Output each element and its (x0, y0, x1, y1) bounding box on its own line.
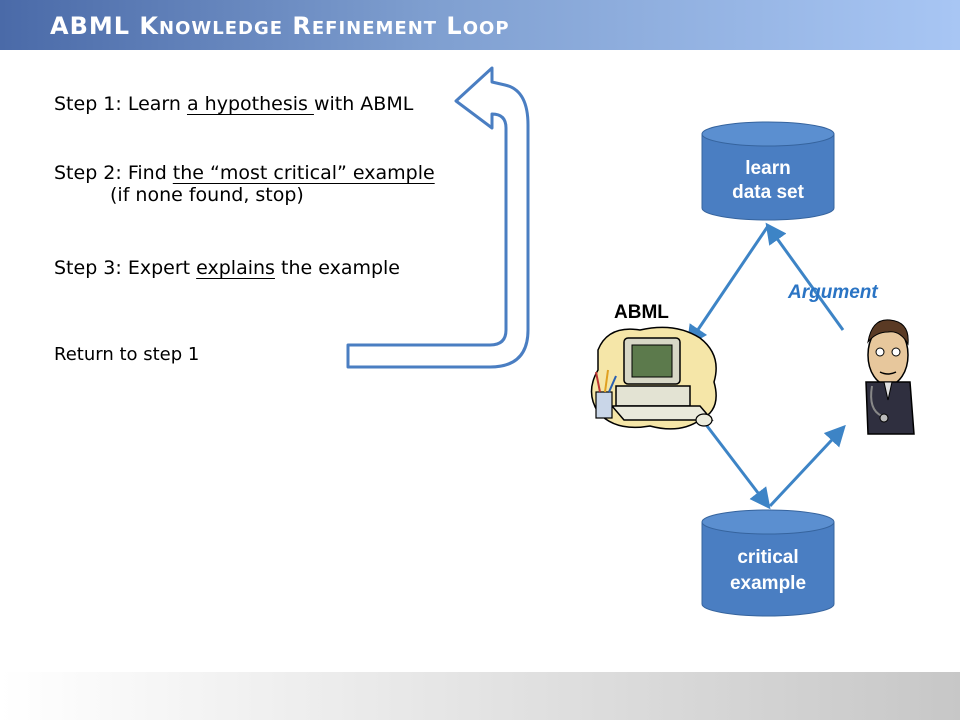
learn-label-line-2: data set (732, 182, 804, 203)
title-word-1: ABML (50, 12, 131, 40)
step-3-prefix: Step 3: Expert (54, 257, 197, 279)
footer-bar (0, 672, 960, 720)
arrow-abml-to-critical (702, 421, 771, 510)
return-step: Return to step 1 (54, 344, 200, 365)
title-word-4-initial: L (446, 12, 463, 40)
step-1: Step 1: Learn a hypothesis with ABML (54, 93, 413, 115)
step-2-underlined: the “most critical” example (172, 162, 435, 184)
title-word-3-rest: EFINEMENT (311, 18, 438, 39)
arrow-critical-to-expert (768, 424, 846, 508)
step-2: Step 2: Find the “most critical” example… (54, 162, 435, 206)
title-word-3-initial: R (292, 12, 312, 40)
step-2-subtext: (if none found, stop) (110, 184, 304, 206)
return-loop-arrow (346, 66, 530, 369)
step-3: Step 3: Expert explains the example (54, 257, 400, 279)
doctor-clipart-icon (865, 319, 915, 435)
step-1-prefix: Step 1: Learn (54, 93, 187, 115)
critical-label-line-1: critical (737, 547, 798, 568)
step-1-underlined: a hypothesis (186, 93, 314, 115)
step-1-suffix: with ABML (313, 93, 414, 115)
learn-label-line-1: learn (745, 158, 790, 179)
learn-data-set-cylinder: learn data set (701, 121, 835, 221)
critical-example-cylinder: critical example (701, 509, 835, 617)
arrow-expert-to-data (765, 222, 845, 331)
arrow-data-to-abml (686, 225, 770, 347)
abml-label: ABML (614, 302, 669, 323)
argument-label: Argument (787, 282, 878, 303)
title-word-4-rest: OOP (462, 18, 510, 39)
slide-title: ABML KNOWLEDGE REFINEMENT LOOP (50, 12, 510, 40)
computer-clipart-icon (590, 326, 717, 430)
title-bar: ABML KNOWLEDGE REFINEMENT LOOP (0, 0, 960, 50)
step-3-suffix: the example (274, 257, 400, 279)
critical-label-line-2: example (730, 573, 806, 594)
title-word-2-rest: NOWLEDGE (159, 18, 284, 39)
title-word-2-initial: K (139, 12, 160, 40)
step-3-underlined: explains (196, 257, 275, 279)
step-2-prefix: Step 2: Find (54, 162, 173, 184)
